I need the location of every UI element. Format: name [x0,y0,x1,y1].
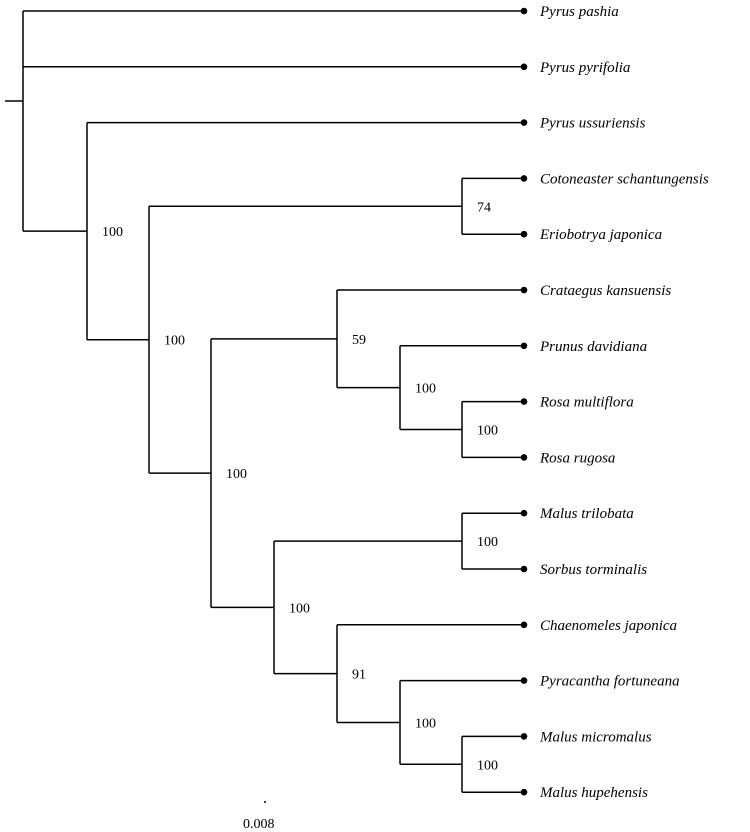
tip-marker-cotoneaster-schantungensis [520,175,528,182]
taxon-label-pyracantha-fortuneana: Pyracantha fortuneana [539,674,680,690]
taxon-label-prunus-davidiana: Prunus davidiana [539,339,647,355]
support-value-n6: 100 [415,382,436,397]
support-value-n4: 100 [226,467,247,482]
tip-marker-rosa-multiflora [520,398,528,405]
tip-marker-chaenomeles-japonica [520,621,528,629]
support-value-n2: 100 [164,334,185,349]
scale-bar-mark [264,801,266,803]
tip-marker-pyrus-pashia [520,7,528,15]
tip-marker-crataegus-kansuensis [520,286,528,294]
taxon-label-malus-hupehensis: Malus hupehensis [539,785,648,801]
support-value-n5: 59 [352,333,366,348]
tip-marker-malus-hupehensis [520,788,528,796]
support-value-n8: 100 [289,601,310,616]
taxon-label-malus-trilobata: Malus trilobata [539,506,634,522]
taxon-label-cotoneaster-schantungensis: Cotoneaster schantungensis [540,171,709,187]
taxon-label-pyrus-pyrifolia: Pyrus pyrifolia [539,60,630,76]
support-value-n1: 100 [102,225,123,240]
tip-marker-pyrus-ussuriensis [520,119,528,126]
taxon-label-sorbus-torminalis: Sorbus torminalis [540,562,647,578]
tip-marker-malus-trilobata [520,509,528,517]
taxon-label-chaenomeles-japonica: Chaenomeles japonica [540,618,677,634]
tree-branches [5,10,524,793]
support-value-n11: 100 [415,716,436,731]
scale-bar: 0.008 [243,801,275,832]
tip-marker-malus-micromalus [520,733,528,740]
tip-marker-eriobotrya-japonica [520,230,528,238]
support-value-n3: 74 [477,200,491,215]
bootstrap-values: 74 100 100 59 100 100 100 91 100 100 100 100 [102,200,498,773]
taxon-label-pyrus-pashia: Pyrus pashia [539,4,619,20]
taxon-label-crataegus-kansuensis: Crataegus kansuensis [540,283,671,299]
taxon-label-rosa-rugosa: Rosa rugosa [539,450,615,466]
support-value-n9: 100 [477,535,498,550]
support-value-n10: 91 [352,668,366,683]
scale-bar-label: 0.008 [243,817,275,832]
tip-marker-prunus-davidiana [520,342,528,350]
support-value-n7: 100 [477,424,498,439]
taxon-label-pyrus-ussuriensis: Pyrus ussuriensis [539,116,646,132]
tip-marker-pyrus-pyrifolia [520,63,528,71]
taxon-label-eriobotrya-japonica: Eriobotrya japonica [539,227,662,243]
taxon-label-malus-micromalus: Malus micromalus [539,729,652,745]
taxon-label-rosa-multiflora: Rosa multiflora [539,395,634,411]
tip-marker-pyracantha-fortuneana [520,677,528,684]
support-value-n12: 100 [477,758,498,773]
tip-marker-sorbus-torminalis [520,565,528,573]
tip-marker-rosa-rugosa [520,454,528,461]
